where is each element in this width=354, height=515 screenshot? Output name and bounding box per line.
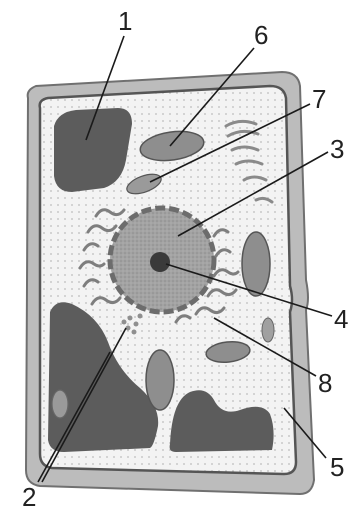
nucleolus — [150, 252, 170, 272]
label-7: 7 — [312, 84, 326, 114]
label-8: 8 — [318, 368, 332, 398]
label-6: 6 — [254, 20, 268, 50]
organelle-right — [262, 318, 274, 342]
chloroplast-bottom — [146, 350, 174, 410]
label-1: 1 — [118, 6, 132, 36]
chloroplast-right — [242, 232, 270, 296]
label-2: 2 — [22, 482, 36, 512]
label-3: 3 — [330, 134, 344, 164]
organelle-left — [52, 390, 68, 418]
label-5: 5 — [330, 452, 344, 482]
label-4: 4 — [334, 304, 348, 334]
